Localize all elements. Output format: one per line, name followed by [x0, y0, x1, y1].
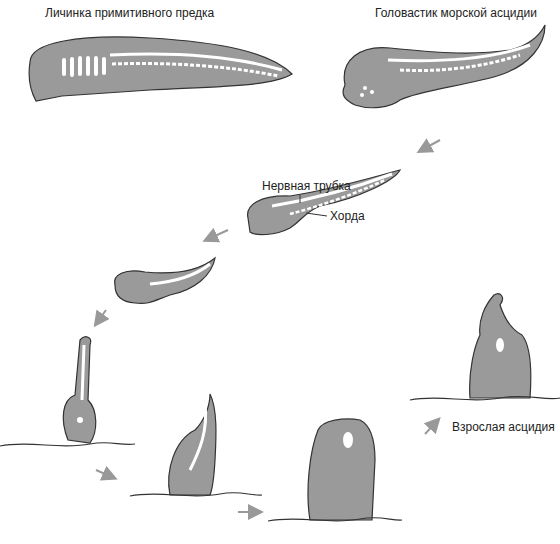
caption-label: Головастик морской асцидии [375, 6, 537, 20]
caption-label: Личинка примитивного предка [45, 6, 214, 20]
part-label: Нервная трубка [262, 179, 351, 193]
settling-larva [63, 337, 96, 443]
tadpole [115, 258, 215, 303]
tadpole [343, 25, 545, 108]
caption-label: Взрослая асцидия [452, 420, 555, 434]
metamorphosing-larva [169, 394, 216, 495]
ancestor-larva [29, 37, 292, 101]
adult-ascidian [470, 294, 531, 398]
juvenile-ascidian [308, 419, 375, 520]
part-label: Хорда [330, 209, 365, 223]
tadpole [248, 170, 400, 235]
